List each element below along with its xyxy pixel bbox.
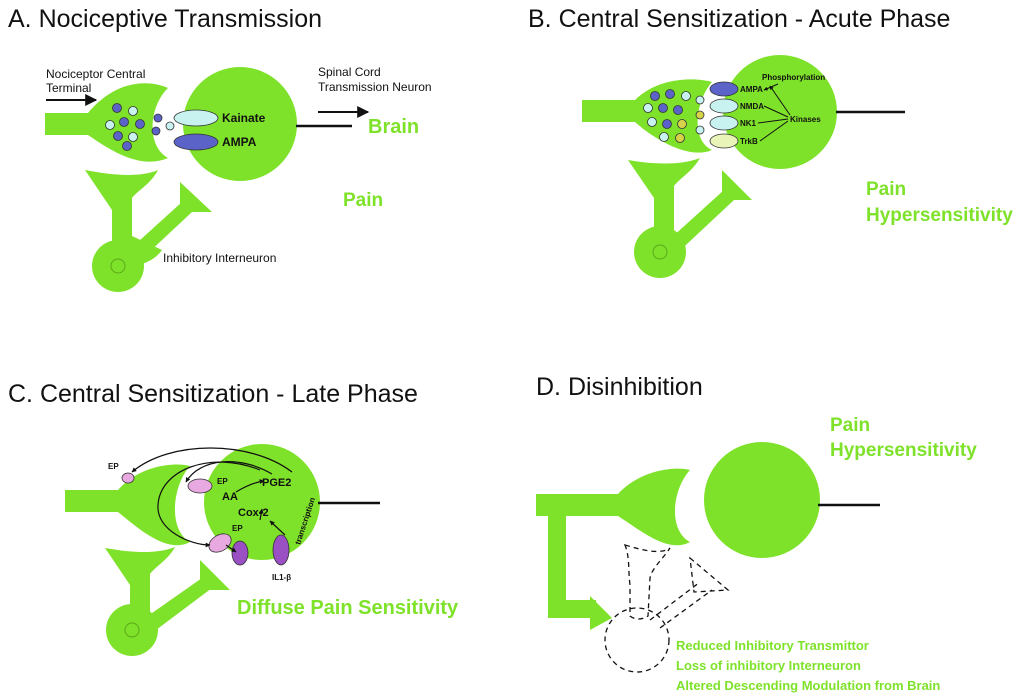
transmission-neuron xyxy=(183,67,297,181)
nmda-label-b: NMDA xyxy=(740,102,764,111)
trkb-receptor-b xyxy=(709,133,739,149)
brain-label: Brain xyxy=(368,116,419,138)
il1b-label: IL1-β xyxy=(272,573,291,582)
cox2-label: Cox-2 xyxy=(238,507,269,519)
nociceptor-terminal-c xyxy=(65,464,190,546)
missing-interneuron-outline xyxy=(604,544,730,673)
nociceptor-label-1: Nociceptor Central xyxy=(46,67,145,81)
nk1-receptor-b xyxy=(709,115,739,131)
panel-d: D. Disinhibition Pain Hypersensitivity R… xyxy=(536,373,977,693)
ep-receptor-outer xyxy=(121,472,135,484)
ep-receptor-lower xyxy=(208,533,232,553)
pain-label-b: Pain xyxy=(866,179,906,200)
inhibitory-interneuron-c xyxy=(105,547,230,656)
reason-1: Reduced Inhibitory Transmittor xyxy=(676,638,869,653)
ampa-label: AMPA xyxy=(222,135,257,149)
pge2-label: PGE2 xyxy=(262,477,291,489)
nociceptor-terminal-d xyxy=(536,468,690,630)
vesicles-b xyxy=(643,89,705,143)
ep-receptor-lower-dark xyxy=(231,540,249,566)
panel-b: B. Central Sensitization - Acute Phase xyxy=(528,5,1013,278)
ampa-receptor-b xyxy=(709,81,739,97)
kinase-arrows xyxy=(757,83,791,142)
spinal-label-2: Transmission Neuron xyxy=(318,80,432,94)
panel-a-title: A. Nociceptive Transmission xyxy=(8,5,322,33)
hypersensitivity-label-d: Hypersensitivity xyxy=(830,440,977,461)
pge2-arrows xyxy=(131,447,293,553)
panel-c-title: C. Central Sensitization - Late Phase xyxy=(8,380,418,408)
nociceptor-terminal-b xyxy=(582,79,712,153)
panel-a: A. Nociceptive Transmission Kainate AMP xyxy=(8,5,432,292)
kainate-receptor xyxy=(173,109,219,127)
transmission-neuron-d xyxy=(704,442,820,558)
nk1-label-b: NK1 xyxy=(740,119,757,128)
ep-receptor-inner xyxy=(187,478,213,494)
diffuse-pain-label: Diffuse Pain Sensitivity xyxy=(237,597,459,619)
kinases-label: Kinases xyxy=(790,115,821,124)
pain-label-d: Pain xyxy=(830,415,870,436)
interneuron-nucleus-b xyxy=(652,244,668,260)
ep-label-inner: EP xyxy=(217,477,228,486)
vesicles xyxy=(105,103,175,151)
phosphorylation-label: Phosphorylation xyxy=(762,73,825,82)
nmda-receptor-b xyxy=(709,98,739,114)
interneuron-nucleus-c xyxy=(124,622,140,638)
reason-2: Loss of inhibitory Interneuron xyxy=(676,658,861,673)
transmission-neuron-b xyxy=(723,55,837,169)
inhibitory-interneuron xyxy=(85,170,212,292)
nociceptor-label-2: Terminal xyxy=(46,81,91,95)
kainate-label: Kainate xyxy=(222,111,266,125)
interneuron-label: Inhibitory Interneuron xyxy=(163,251,276,265)
il1b-receptor xyxy=(272,534,290,566)
inhibitory-interneuron-b xyxy=(628,158,752,278)
ep-label-lower: EP xyxy=(232,524,243,533)
panel-b-title: B. Central Sensitization - Acute Phase xyxy=(528,5,950,33)
panel-c: C. Central Sensitization - Late Phase EP… xyxy=(8,380,459,656)
aa-label: AA xyxy=(222,491,238,503)
ep-label-outer: EP xyxy=(108,462,119,471)
ampa-label-b: AMPA xyxy=(740,85,763,94)
reason-3: Altered Descending Modulation from Brain xyxy=(676,678,940,693)
ampa-receptor xyxy=(173,133,219,151)
transmission-neuron-c xyxy=(204,444,320,560)
pain-label: Pain xyxy=(343,190,383,211)
panel-d-title: D. Disinhibition xyxy=(536,373,703,401)
spinal-label-1: Spinal Cord xyxy=(318,65,381,79)
interneuron-nucleus xyxy=(110,258,126,274)
trkb-label-b: TrkB xyxy=(740,137,758,146)
hypersensitivity-label-b: Hypersensitivity xyxy=(866,205,1013,226)
